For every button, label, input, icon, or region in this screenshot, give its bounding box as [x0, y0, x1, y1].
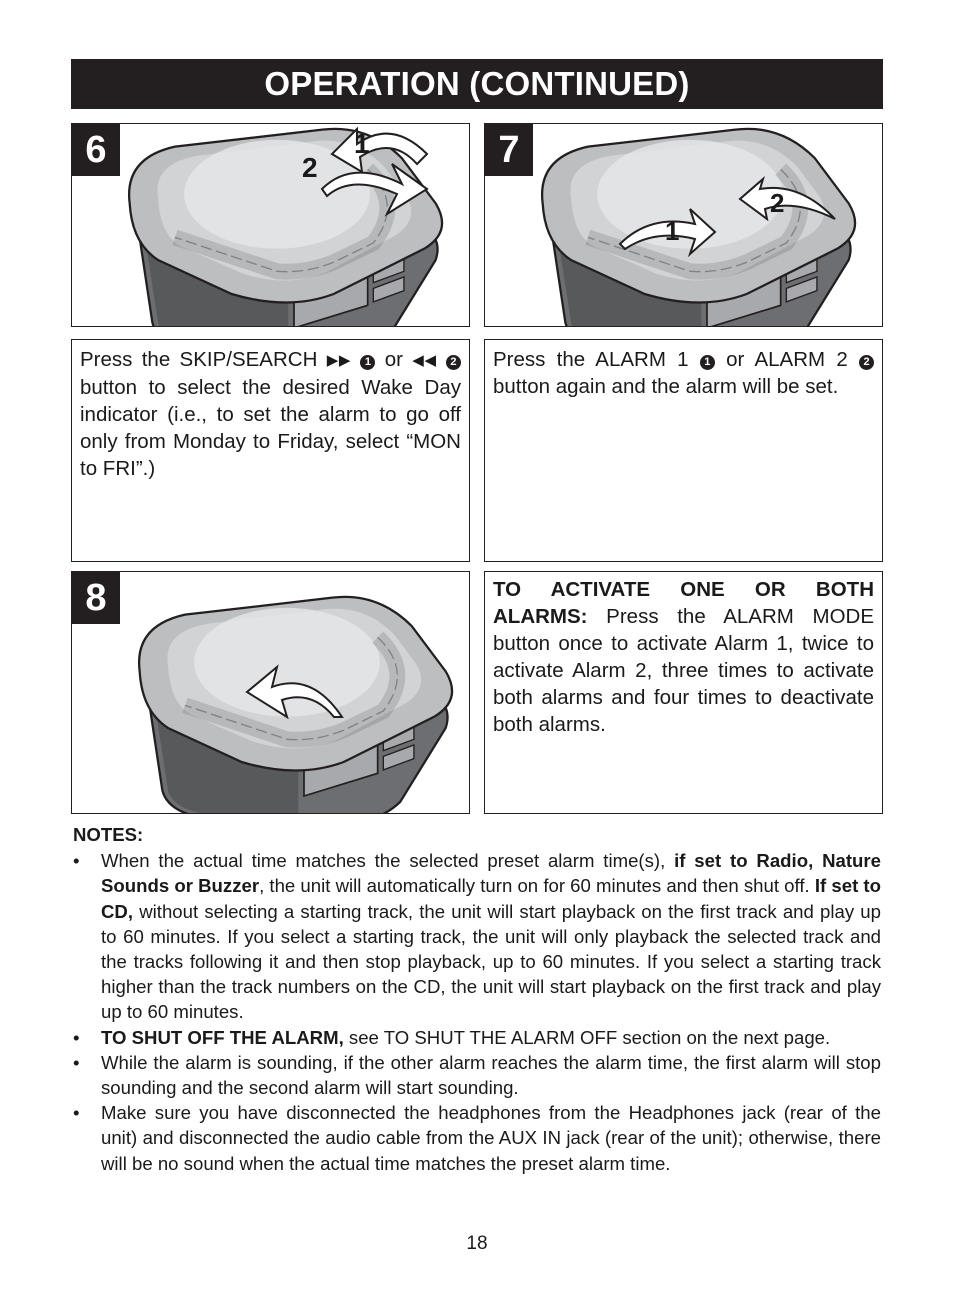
callout-circle: 2 [445, 355, 461, 370]
instruction-text: Press the SKIP/SEARCH [80, 348, 318, 371]
instruction-text: button again and the alarm will be set. [493, 375, 839, 398]
bullet: • [73, 1026, 80, 1048]
note-bold-text: If set to CD, [101, 875, 881, 922]
note-text: Make sure you have disconnected the head… [101, 1102, 881, 1174]
bullet: • [73, 1051, 80, 1073]
curved-arrow-icon [618, 208, 717, 258]
bullet: • [73, 1102, 80, 1124]
note-text: When the actual time matches the selecte… [101, 850, 666, 872]
step-number: 7 [485, 124, 533, 176]
instruction-text: button to select the desired Wake Day in… [80, 376, 461, 480]
note-bold-text: TO SHUT OFF THE ALARM, [101, 1026, 344, 1048]
note-item: • Make sure you have disconnected the he… [73, 1100, 881, 1176]
callout-circle: 1 [699, 355, 715, 370]
note-bold-text: if set to Radio, Nature Sounds or Buzzer [101, 850, 881, 897]
step-8-illustration: 8 [71, 571, 470, 814]
step-6-illustration: 6 1 2 [71, 123, 470, 327]
note-text: without selecting a starting track, the … [101, 900, 881, 1023]
step-7-illustration: 7 1 2 [484, 123, 883, 327]
callout-number: 1 [354, 128, 370, 159]
note-text: While the alarm is sounding, if the othe… [101, 1051, 881, 1099]
instruction-text: or [384, 348, 403, 371]
alarm-clock-illustration [485, 124, 883, 327]
note-item: • When the actual time matches the selec… [73, 848, 881, 1024]
note-text: , the unit will automatically turn on fo… [259, 875, 810, 897]
activate-heading: TO ACTIVATE ONE OR BOTH ALARMS: [493, 578, 874, 628]
activate-text: Press the ALARM MODE button once to acti… [493, 605, 875, 736]
notes-section: NOTES: • When the actual time matches th… [73, 822, 881, 1176]
page-title: OPERATION (CONTINUED) [264, 65, 690, 102]
callout-number: 2 [302, 152, 318, 183]
alarm-clock-illustration [72, 572, 470, 814]
curved-arrow-icon [738, 175, 836, 222]
notes-heading: NOTES: [73, 824, 144, 845]
skip-back-icon: ◀◀ [412, 352, 439, 369]
instruction-text: Press the ALARM 1 [493, 348, 689, 371]
alarm-clock-illustration [72, 124, 470, 327]
step-number: 8 [72, 572, 120, 624]
step-7-instructions: Press the ALARM 1 1 or ALARM 2 2 button … [484, 339, 883, 562]
callout-circle: 2 [859, 355, 874, 370]
notes-list: • When the actual time matches the selec… [73, 848, 881, 1176]
section-title-bar: OPERATION (CONTINUED) [71, 59, 883, 109]
callout-number: 2 [770, 188, 785, 218]
note-text: see TO SHUT THE ALARM OFF section on the… [348, 1026, 831, 1048]
callout-circle: 1 [360, 355, 376, 370]
step-number: 6 [72, 124, 120, 176]
step-6-instructions: Press the SKIP/SEARCH ▶▶ 1 or ◀◀ 2 butto… [71, 339, 470, 562]
activate-alarms-instructions: TO ACTIVATE ONE OR BOTH ALARMS: Press th… [484, 571, 883, 814]
curved-arrow-icon [330, 126, 429, 174]
skip-forward-icon: ▶▶ [326, 352, 354, 369]
page-number: 18 [466, 1233, 488, 1254]
bullet: • [73, 850, 80, 872]
curved-arrow-icon [245, 664, 344, 720]
callout-number: 1 [665, 216, 680, 246]
instruction-text: or ALARM 2 [726, 348, 848, 371]
note-item: • TO SHUT OFF THE ALARM, see TO SHUT THE… [73, 1025, 881, 1050]
curved-arrow-icon [320, 163, 429, 217]
note-item: • While the alarm is sounding, if the ot… [73, 1050, 881, 1100]
